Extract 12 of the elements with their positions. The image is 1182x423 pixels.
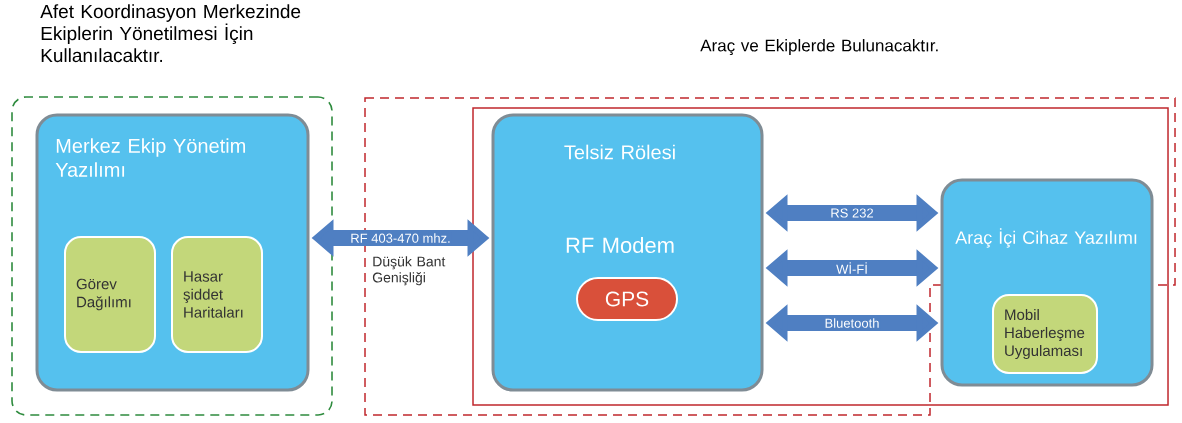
node-label: Araç ve Ekiplerde Bulunacaktır.	[700, 39, 938, 55]
gps-badge: GPS	[576, 277, 678, 321]
module-box: Görev Dağılımı	[64, 236, 156, 353]
edge-label: Wİ-Fİ	[835, 261, 869, 275]
device-frame	[472, 107, 1169, 406]
edge-label: RF 403-470 mhz.	[349, 232, 452, 244]
edge-label: Bluetooth	[823, 317, 881, 329]
node-label: Afet Koordinasyon Merkezinde Ekiplerin Yönetilmesi İçin Kullanılacaktır.	[40, 4, 301, 63]
edge-label: RS 232	[829, 207, 875, 219]
note-text: Düşük Bant Genişliği	[372, 256, 446, 286]
module-box: Mobil Haberleşme Uygulaması	[992, 294, 1098, 374]
module-box: Hasar şiddet Haritaları	[171, 236, 263, 353]
